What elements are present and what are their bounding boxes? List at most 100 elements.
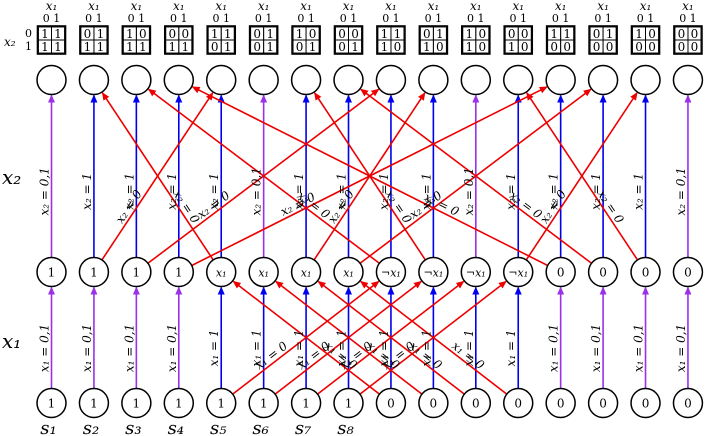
table-col-values: 0 1 xyxy=(297,12,315,25)
bottom-node-label-14: 0 xyxy=(599,397,607,411)
table-border xyxy=(545,25,576,55)
upper-edge-zero-14-to-8 xyxy=(360,88,592,264)
top-node-16 xyxy=(672,64,704,96)
bottom-node-label-7: 1 xyxy=(302,397,310,411)
table-bit: 0 xyxy=(648,27,656,41)
table-bit: 1 xyxy=(181,40,189,54)
top-node-10 xyxy=(418,64,449,96)
table-cell xyxy=(263,39,278,54)
lower-edge-label-both-3-to-3: x₁ = 0,1 xyxy=(122,324,136,372)
mid-node-7 xyxy=(290,256,322,288)
table-bit: 1 xyxy=(550,27,558,41)
table-bit: 1 xyxy=(41,27,49,41)
upper-edge-label-both-11-to-11: x₂ = 0,1 xyxy=(462,167,476,215)
bottom-node-label-6: 1 xyxy=(260,397,268,411)
upper-edge-zero-5-to-2 xyxy=(101,92,214,261)
bottom-node-12 xyxy=(502,387,534,419)
table-bit: 1 xyxy=(54,27,62,41)
mid-node-13 xyxy=(545,256,576,288)
table-col-var: x₁ xyxy=(640,0,652,13)
table-border xyxy=(163,25,194,55)
table-bit: 0 xyxy=(253,40,261,54)
table-border xyxy=(121,25,152,55)
table-bit: 1 xyxy=(309,40,317,54)
lower-edge-zero-5-to-9 xyxy=(232,280,380,395)
upper-edge-label-both-16-to-16: x₂ = 0,1 xyxy=(674,167,688,215)
upper-edge-label-one-5-to-5: x₂ = 1 xyxy=(207,173,221,210)
table-bit: 0 xyxy=(691,27,699,41)
table-col-values: 0 1 xyxy=(255,12,273,25)
bottom-node-2 xyxy=(78,387,110,419)
table-col-var: x₁ xyxy=(512,0,524,13)
table-col-values: 0 1 xyxy=(467,12,485,25)
mid-node-14 xyxy=(587,256,619,288)
table-col-values: 0 1 xyxy=(85,12,103,25)
table-cell xyxy=(51,39,65,54)
table-border xyxy=(333,25,364,55)
table-bit: 1 xyxy=(211,27,219,41)
table-col-values: 0 1 xyxy=(509,12,527,25)
mid-node-9 xyxy=(375,256,407,288)
state-label-4: s₄ xyxy=(168,418,184,436)
lower-edge-label-one-8-to-8: x₁ = 1 xyxy=(335,330,349,367)
table-bit: 0 xyxy=(648,40,656,54)
mid-node-label-3: 1 xyxy=(133,266,141,280)
state-label-3: s₃ xyxy=(125,418,141,436)
table-bit: 0 xyxy=(211,40,219,54)
table-bit: 1 xyxy=(168,40,176,54)
mid-node-10 xyxy=(418,256,449,288)
bottom-node-14 xyxy=(587,387,619,419)
table-cell xyxy=(93,39,108,54)
table-cell xyxy=(432,39,447,54)
mid-node-6 xyxy=(248,256,279,288)
table-bit: 0 xyxy=(521,27,529,41)
upper-edge-label-one-3-to-3: x₂ = 1 xyxy=(122,173,136,210)
table-bit: 1 xyxy=(296,27,304,41)
table-bit: 1 xyxy=(606,27,614,41)
table-col-values: 0 1 xyxy=(212,12,230,25)
lower-edge-label-one-11-to-11: x₁ = 1 xyxy=(462,330,476,367)
top-node-14 xyxy=(587,64,619,96)
table-bit: 0 xyxy=(351,27,359,41)
table-border xyxy=(588,25,618,55)
top-node-2 xyxy=(78,64,110,96)
mid-node-label-8: x₁ xyxy=(343,267,354,280)
bottom-node-6 xyxy=(248,387,279,419)
lower-edge-label-both-1-to-1: x₁ = 0,1 xyxy=(38,324,52,372)
table-bit: 1 xyxy=(508,40,516,54)
table-col-values: 0 1 xyxy=(43,12,61,25)
mid-node-15 xyxy=(630,256,661,288)
table-bit: 1 xyxy=(635,27,643,41)
table-bit: 0 xyxy=(478,40,486,54)
table-bit: 1 xyxy=(381,40,389,54)
upper-edge-label-one-9-to-9: x₂ = 1 xyxy=(377,173,391,210)
mid-node-label-7: x₁ xyxy=(301,267,312,280)
table-bit: 1 xyxy=(465,27,473,41)
table-bit: 1 xyxy=(54,40,62,54)
table-cell xyxy=(602,39,617,54)
table-col-var: x₁ xyxy=(385,0,397,13)
bottom-node-label-10: 0 xyxy=(430,397,438,411)
bottom-node-label-8: 1 xyxy=(345,397,353,411)
table-bit: 1 xyxy=(126,40,134,54)
table-cell xyxy=(390,39,405,54)
table-bit: 0 xyxy=(423,27,431,41)
upper-edge-label-one-12-to-12: x₂ = 1 xyxy=(504,173,518,210)
top-node-7 xyxy=(290,64,322,96)
lower-edge-label-one-10-to-10: x₁ = 1 xyxy=(419,330,433,367)
top-node-1 xyxy=(36,64,67,96)
bottom-node-15 xyxy=(630,387,661,419)
table-bit: 0 xyxy=(168,27,176,41)
table-col-var: x₁ xyxy=(88,0,100,13)
upper-edge-label-one-13-to-13: x₂ = 1 xyxy=(547,173,561,210)
upper-edge-label-one-15-to-15: x₂ = 1 xyxy=(632,173,646,210)
table-bit: 1 xyxy=(97,27,105,41)
table-border xyxy=(291,25,321,55)
table-cell xyxy=(687,39,702,54)
